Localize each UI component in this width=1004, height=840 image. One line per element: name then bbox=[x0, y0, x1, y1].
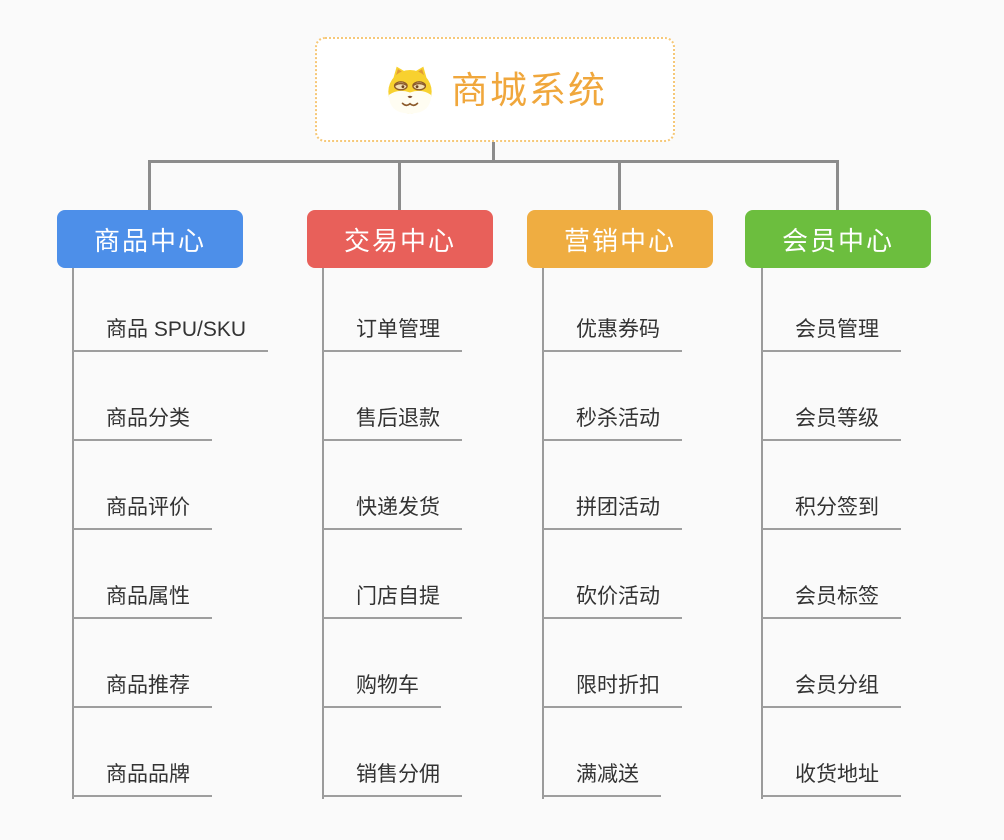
leaf-column-marketing: 优惠券码 秒杀活动 拼团活动 砍价活动 限时折扣 满减送 bbox=[543, 263, 773, 797]
leaf-node[interactable]: 收货地址 bbox=[762, 758, 901, 797]
leaf-node[interactable]: 商品属性 bbox=[73, 580, 212, 619]
leaf-node[interactable]: 砍价活动 bbox=[543, 580, 682, 619]
leaf-node[interactable]: 商品评价 bbox=[73, 491, 212, 530]
leaf-node[interactable]: 售后退款 bbox=[323, 402, 462, 441]
branch-label: 会员中心 bbox=[781, 225, 894, 256]
leaf-node[interactable]: 会员标签 bbox=[762, 580, 901, 619]
branch-node-product[interactable]: 商品中心 bbox=[57, 210, 243, 268]
leaf-column-trade: 订单管理 售后退款 快递发货 门店自提 购物车 销售分佣 bbox=[323, 263, 553, 797]
trunk-marketing bbox=[542, 268, 544, 799]
leaf-node[interactable]: 会员等级 bbox=[762, 402, 901, 441]
leaf-node[interactable]: 销售分佣 bbox=[323, 758, 462, 797]
leaf-node[interactable]: 优惠券码 bbox=[543, 313, 682, 352]
branch-node-marketing[interactable]: 营销中心 bbox=[527, 210, 713, 268]
branch-label: 营销中心 bbox=[563, 225, 676, 256]
leaf-node[interactable]: 订单管理 bbox=[323, 313, 462, 352]
leaf-node[interactable]: 商品分类 bbox=[73, 402, 212, 441]
leaf-node[interactable]: 门店自提 bbox=[323, 580, 462, 619]
connector-drop-product bbox=[148, 161, 151, 210]
connector-drop-marketing bbox=[618, 161, 621, 210]
trunk-trade bbox=[322, 268, 324, 799]
connector-drop-member bbox=[836, 161, 839, 210]
connector-root-vertical bbox=[492, 142, 495, 163]
leaf-node[interactable]: 商品推荐 bbox=[73, 669, 212, 708]
doge-dog-icon bbox=[388, 66, 432, 114]
leaf-node[interactable]: 会员分组 bbox=[762, 669, 901, 708]
root-title: 商城系统 bbox=[451, 70, 607, 111]
leaf-node[interactable]: 拼团活动 bbox=[543, 491, 682, 530]
leaf-column-product: 商品 SPU/SKU 商品分类 商品评价 商品属性 商品推荐 商品品牌 bbox=[73, 263, 303, 797]
leaf-node[interactable]: 快递发货 bbox=[323, 491, 462, 530]
trunk-member bbox=[761, 268, 763, 799]
leaf-node[interactable]: 会员管理 bbox=[762, 313, 901, 352]
leaf-node[interactable]: 购物车 bbox=[323, 669, 441, 708]
leaf-node[interactable]: 满减送 bbox=[543, 758, 661, 797]
connector-drop-trade bbox=[398, 161, 401, 210]
leaf-node[interactable]: 秒杀活动 bbox=[543, 402, 682, 441]
leaf-node[interactable]: 商品品牌 bbox=[73, 758, 212, 797]
leaf-node[interactable]: 积分签到 bbox=[762, 491, 901, 530]
branch-node-member[interactable]: 会员中心 bbox=[745, 210, 931, 268]
branch-node-trade[interactable]: 交易中心 bbox=[307, 210, 493, 268]
trunk-product bbox=[72, 268, 74, 799]
connector-bus bbox=[148, 160, 839, 163]
root-node-mall-system[interactable]: 商城系统 bbox=[315, 37, 675, 142]
branch-label: 商品中心 bbox=[93, 225, 206, 256]
leaf-node[interactable]: 商品 SPU/SKU bbox=[73, 313, 269, 352]
branch-label: 交易中心 bbox=[343, 225, 456, 256]
leaf-column-member: 会员管理 会员等级 积分签到 会员标签 会员分组 收货地址 bbox=[762, 263, 992, 797]
leaf-node[interactable]: 限时折扣 bbox=[543, 669, 682, 708]
